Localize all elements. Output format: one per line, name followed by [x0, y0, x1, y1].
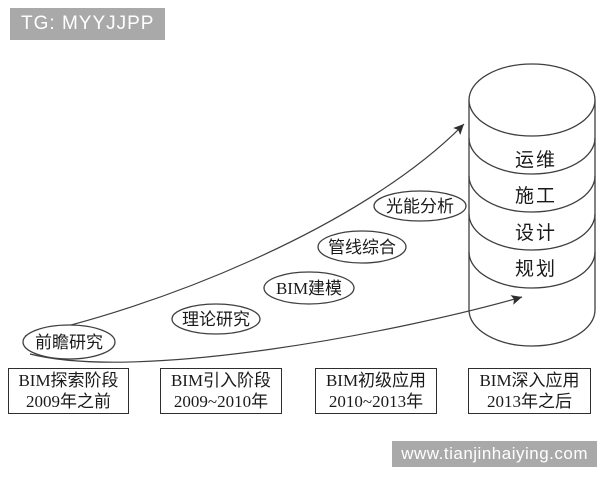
- bubble-guanxian: 管线综合: [317, 230, 407, 264]
- bubble-guangneng: 光能分析: [373, 190, 467, 222]
- stage-title: BIM引入阶段: [170, 371, 272, 390]
- cylinder-layer-divider: [468, 137, 596, 175]
- bubble-label: 理论研究: [182, 310, 250, 329]
- bubble-label: 前瞻研究: [35, 333, 103, 352]
- bubble-ellipse: [22, 324, 116, 360]
- cylinder-layer-label: 设计: [515, 222, 557, 244]
- stage-box-introduction: BIM引入阶段 2009~2010年: [160, 368, 282, 414]
- bubble-label: 管线综合: [328, 238, 396, 257]
- research-bubbles: 前瞻研究 理论研究 BIM建模 管线综合 光能分析: [22, 190, 467, 360]
- bubble-ellipse: [171, 303, 261, 335]
- cylinder-layer-label: 施工: [515, 185, 557, 207]
- watermark-bottom-banner: www.tianjinhaiying.com: [392, 441, 597, 467]
- cylinder-top: [468, 63, 596, 137]
- lower-growth-arrow: [29, 295, 523, 363]
- bubble-lilun: 理论研究: [171, 303, 261, 335]
- cylinder-body: [468, 100, 596, 347]
- stage-period: 2009年之前: [26, 392, 111, 411]
- stage-period: 2009~2010年: [173, 392, 269, 411]
- upper-growth-arrow: [24, 123, 465, 337]
- stage-title: BIM深入应用: [479, 371, 580, 390]
- cylinder-layer-divider: [468, 175, 596, 213]
- bubble-ellipse: [317, 230, 407, 264]
- bubble-bim-jianmo: BIM建模: [263, 271, 355, 305]
- stage-title: BIM初级应用: [325, 371, 427, 390]
- bubble-label: 光能分析: [386, 197, 454, 216]
- bubble-ellipse: [373, 190, 467, 222]
- growth-curves: [24, 123, 523, 363]
- stage-box-deep-application: BIM深入应用 2013年之后: [468, 368, 591, 414]
- stage-period: 2013年之后: [487, 392, 572, 411]
- bubble-label: BIM建模: [276, 279, 342, 298]
- cylinder-layer-label: 规划: [515, 258, 557, 280]
- cylinder-layer-label: 运维: [515, 149, 557, 171]
- bubble-ellipse: [263, 271, 355, 305]
- stage-box-exploration: BIM探索阶段 2009年之前: [8, 368, 129, 414]
- cylinder-layer-divider: [468, 251, 596, 289]
- cylinder-layer-divider: [468, 213, 596, 251]
- watermark-top-banner: TG: MYYJJPP: [10, 8, 166, 40]
- bubble-qianzhan: 前瞻研究: [22, 324, 116, 360]
- stage-title: BIM探索阶段: [18, 371, 119, 390]
- stage-box-primary-application: BIM初级应用 2010~2013年: [315, 368, 437, 414]
- cylinder-layer-labels: 运维 施工 设计 规划: [515, 149, 557, 280]
- stage-period: 2010~2013年: [328, 392, 424, 411]
- bim-database-cylinder: [468, 63, 596, 347]
